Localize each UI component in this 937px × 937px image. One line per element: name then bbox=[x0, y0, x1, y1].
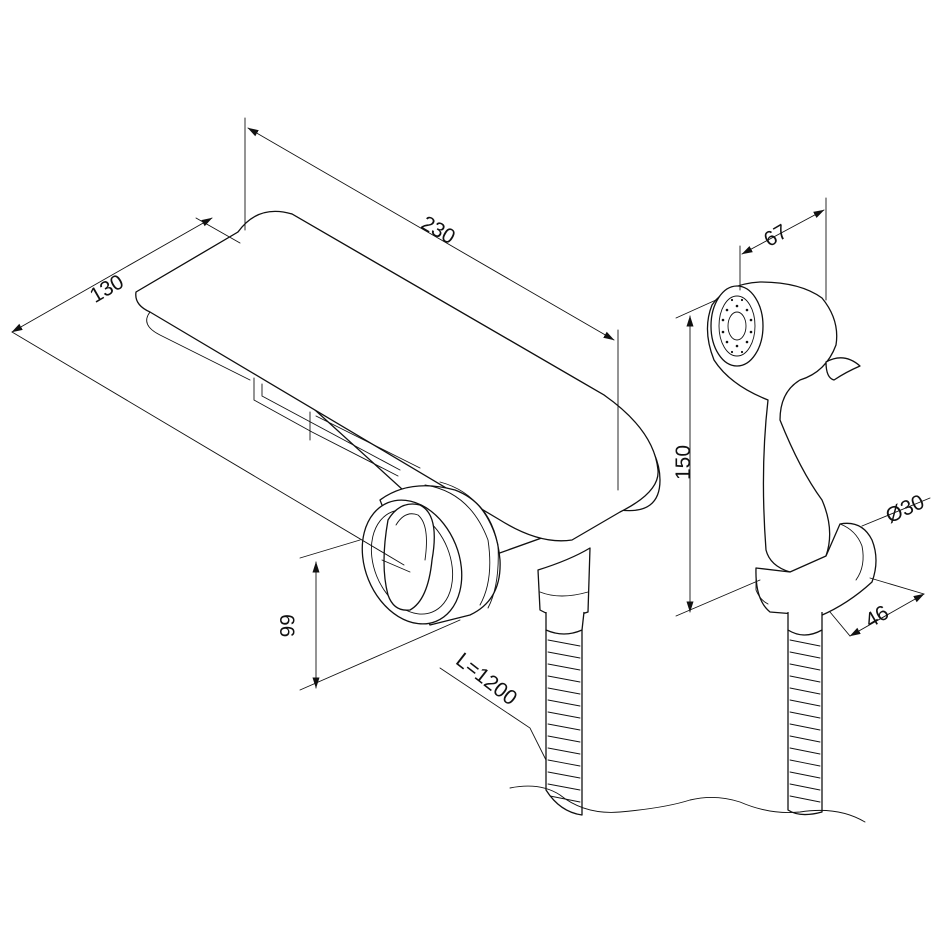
hose-left bbox=[545, 629, 583, 816]
dim-width-line bbox=[247, 127, 615, 341]
dim-handset-width-line bbox=[741, 209, 825, 255]
dimension-lines bbox=[11, 117, 931, 761]
label-handset-width: 67 bbox=[760, 220, 792, 252]
trigger bbox=[825, 357, 861, 381]
dim-diameter-leader bbox=[861, 497, 931, 527]
break-line bbox=[509, 785, 866, 823]
label-width: 230 bbox=[417, 212, 459, 249]
dim-holder-depth-line bbox=[849, 593, 925, 637]
label-holder-depth: 46 bbox=[861, 601, 893, 633]
hose-right bbox=[787, 629, 823, 816]
hand-shower bbox=[706, 281, 877, 636]
dim-depth-line bbox=[11, 217, 213, 333]
label-handset-height: 150 bbox=[672, 445, 695, 480]
label-height: 66 bbox=[275, 614, 298, 637]
holder bbox=[755, 522, 877, 617]
label-depth: 130 bbox=[86, 270, 128, 307]
label-holder-diameter: Ø30 bbox=[882, 490, 928, 528]
mixer-body bbox=[135, 210, 661, 635]
hose-leader bbox=[439, 667, 547, 761]
label-hose-length: L=1200 bbox=[451, 649, 521, 711]
mixer-handle bbox=[383, 503, 435, 611]
hose-connector bbox=[537, 547, 591, 618]
spray-holes bbox=[721, 298, 753, 354]
